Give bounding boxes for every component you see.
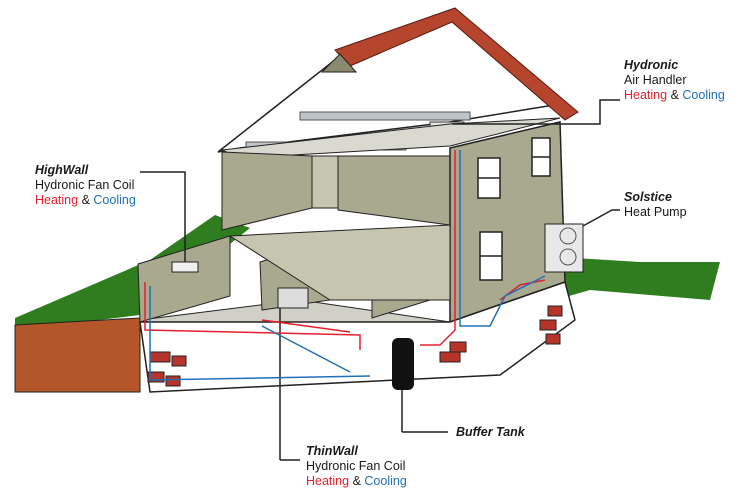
- highwall-name: HighWall: [35, 163, 89, 177]
- solstice-heat-pump-label: Solstice Heat Pump: [624, 190, 687, 220]
- windows: [477, 137, 551, 281]
- roof-gable-vent: [320, 53, 358, 73]
- heat-pump-fan-bottom: [559, 248, 577, 266]
- thinwall-amp: &: [352, 474, 361, 488]
- grass-left: [15, 215, 250, 330]
- heating-pipes: [144, 150, 546, 350]
- attic-duct-1: [299, 111, 471, 121]
- highwall-desc: Hydronic Fan Coil: [35, 178, 135, 192]
- thinwall-heating: Heating: [306, 474, 350, 488]
- lower-back-wall: [228, 224, 451, 301]
- upper-right-room-back: [311, 155, 339, 209]
- solstice-name: Solstice: [624, 190, 672, 204]
- heat-pump-unit: [544, 223, 584, 273]
- upper-left-room-wall: [221, 151, 313, 231]
- basement: [139, 281, 576, 393]
- buffer-tank-vessel: [392, 338, 414, 390]
- hydronic-leader: [452, 99, 620, 125]
- hydronic-cooling: Cooling: [682, 88, 725, 102]
- soil-block: [14, 317, 141, 393]
- hydronic-air-handler-label: Hydronic Air Handler Heating & Cooling: [624, 58, 725, 103]
- heat-pump-fan-top: [559, 227, 577, 245]
- highwall-fan-coil-label: HighWall Hydronic Fan Coil Heating & Coo…: [35, 163, 136, 208]
- hydronic-heating: Heating: [624, 88, 668, 102]
- lower-left-wall: [137, 235, 231, 323]
- solstice-desc: Heat Pump: [624, 205, 687, 219]
- buffer-tank-label: Buffer Tank: [456, 425, 525, 440]
- highwall-modes: Heating & Cooling: [35, 193, 136, 208]
- hydronic-modes: Heating & Cooling: [624, 88, 725, 103]
- hydronic-amp: &: [670, 88, 679, 102]
- thinwall-fan-coil-label: ThinWall Hydronic Fan Coil Heating & Coo…: [306, 444, 407, 489]
- solstice-leader: [582, 209, 620, 227]
- thinwall-desc: Hydronic Fan Coil: [306, 459, 406, 473]
- highwall-amp: &: [81, 193, 90, 207]
- thinwall-modes: Heating & Cooling: [306, 474, 407, 489]
- hydronic-name: Hydronic: [624, 58, 679, 72]
- bricks: [147, 305, 563, 387]
- upper-right-room-wall: [337, 155, 451, 226]
- thinwall-name: ThinWall: [306, 444, 358, 458]
- hydronic-desc: Air Handler: [624, 73, 687, 87]
- thinwall-cooling: Cooling: [364, 474, 407, 488]
- highwall-heating: Heating: [35, 193, 79, 207]
- highwall-cooling: Cooling: [93, 193, 136, 207]
- thinwall-fan-coil-unit: [277, 287, 309, 309]
- highwall-fan-coil-unit: [171, 261, 199, 273]
- highwall-leader: [140, 171, 186, 262]
- buffer-tank-name: Buffer Tank: [456, 425, 525, 439]
- cooling-pipes: [149, 150, 546, 381]
